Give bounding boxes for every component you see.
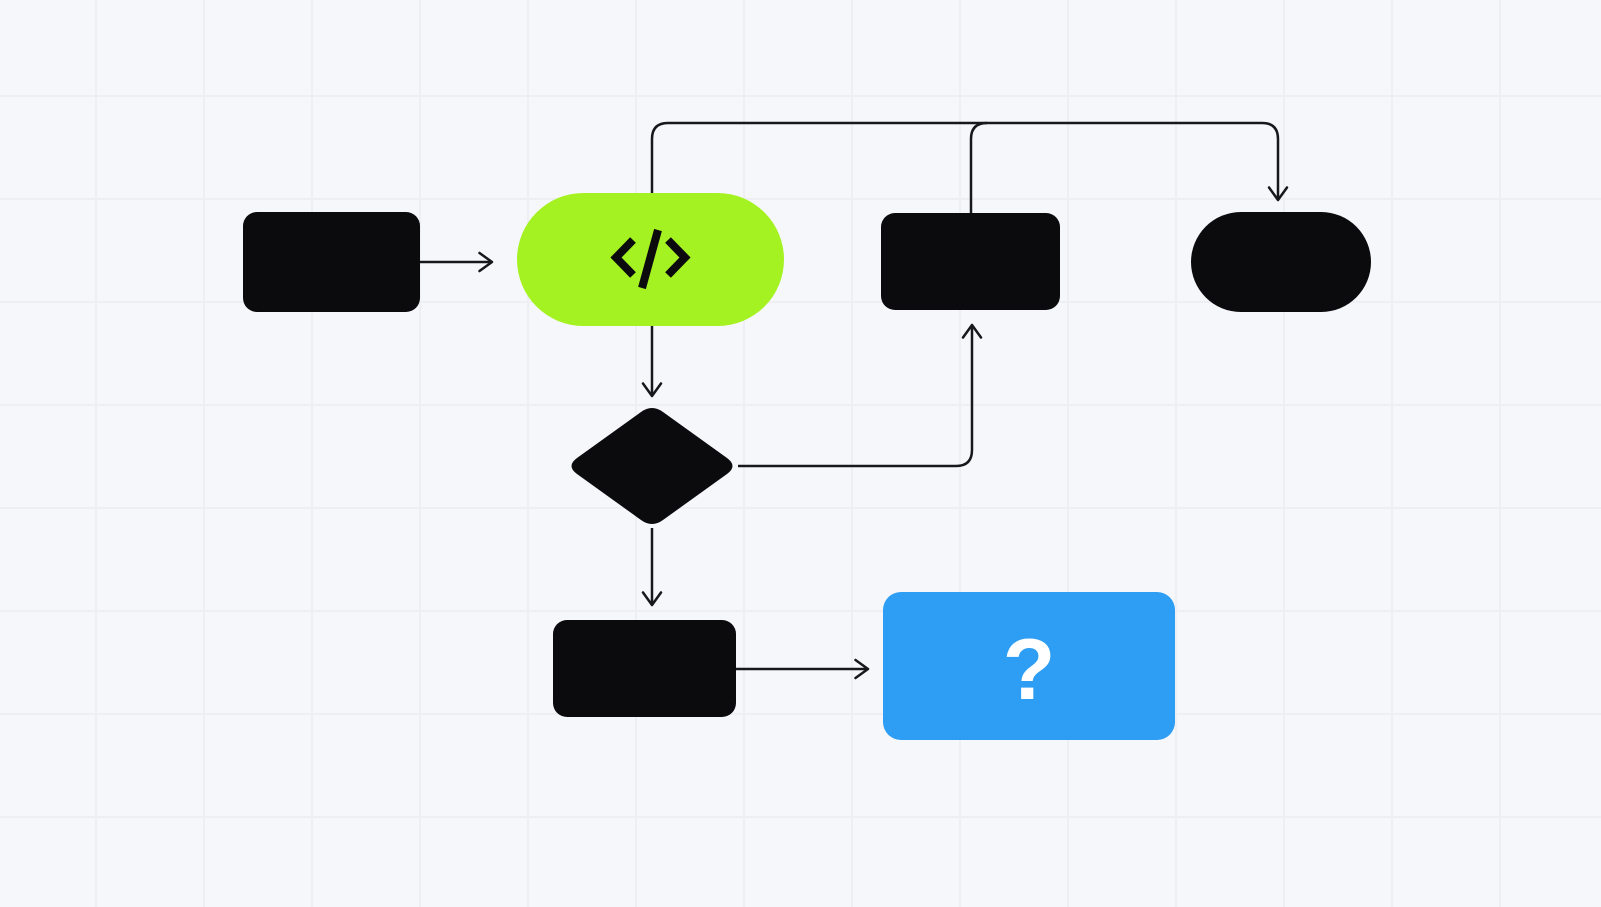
node-decision	[571, 408, 733, 524]
code-icon	[610, 228, 691, 290]
node-step	[553, 620, 736, 717]
edge-decision-to-process	[738, 323, 983, 468]
code-icon-slash	[638, 228, 662, 290]
node-question	[883, 592, 1175, 740]
question-mark-label: ?	[1003, 622, 1056, 718]
node-end	[1191, 212, 1371, 312]
code-icon-left-chevron	[610, 237, 636, 278]
node-start	[243, 212, 420, 312]
edge-process-top-join	[969, 121, 988, 213]
edge-code-top-to-end	[650, 121, 1289, 202]
code-icon-right-chevron	[665, 237, 691, 278]
node-process	[881, 213, 1060, 310]
